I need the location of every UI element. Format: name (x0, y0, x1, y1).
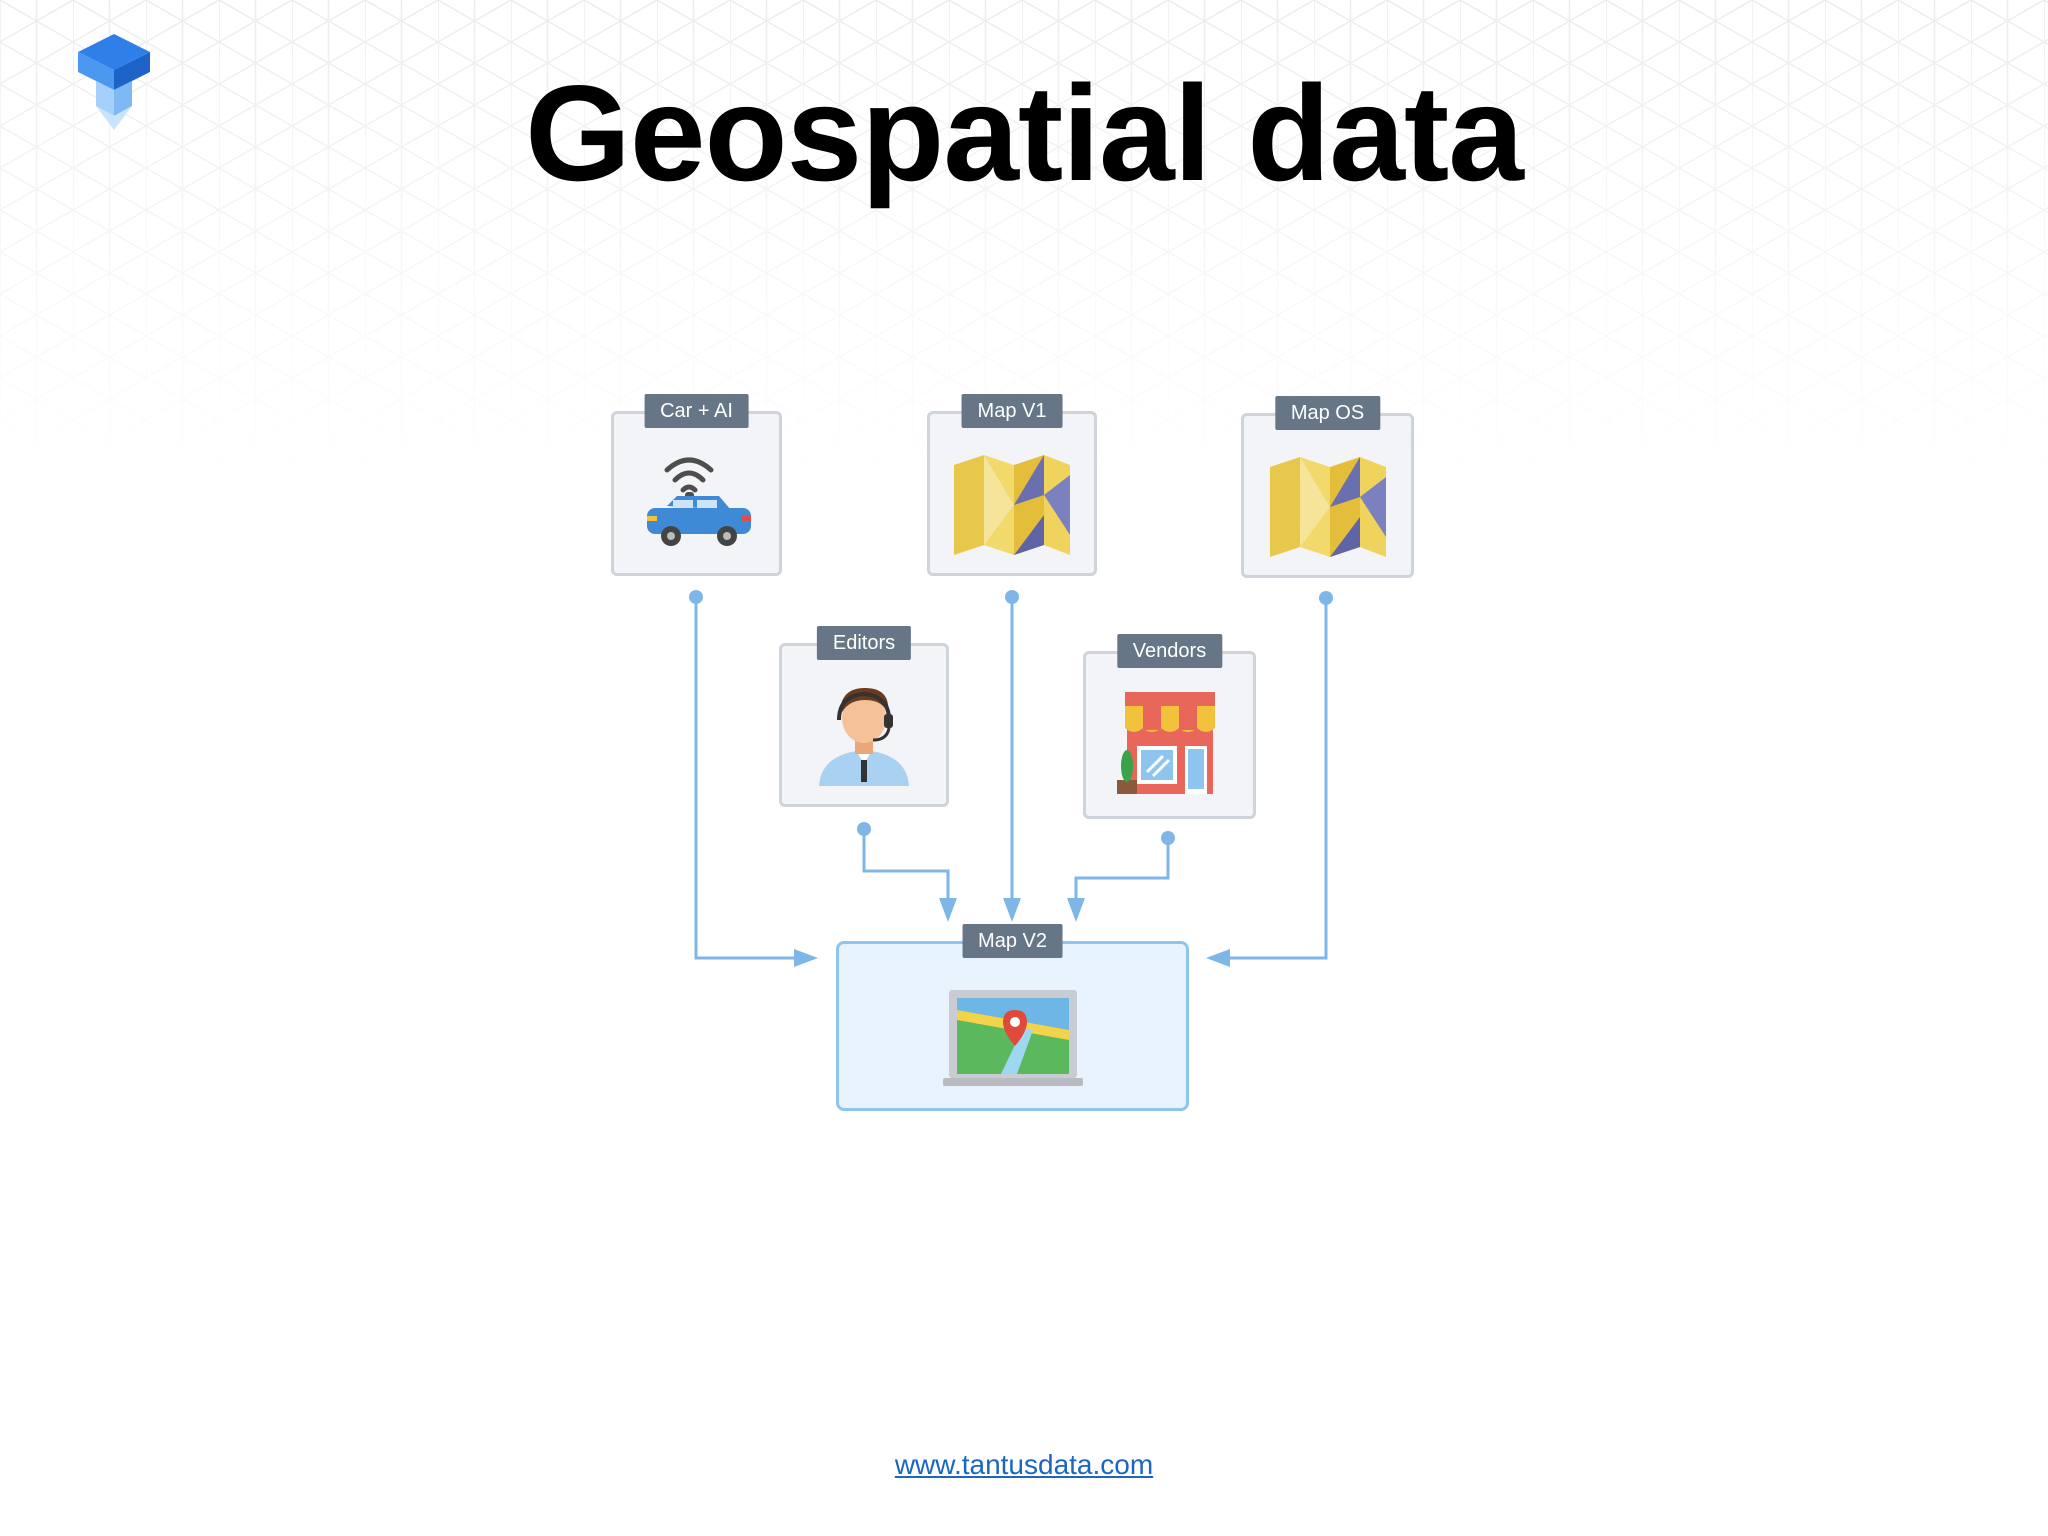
connector-vendors (1074, 838, 1170, 912)
node-vendors: Vendors (1083, 634, 1256, 819)
node-car-ai: Car + AI (611, 394, 782, 576)
connector-car-ai (694, 597, 810, 960)
connector-dot (689, 590, 703, 604)
website-link[interactable]: www.tantusdata.com (894, 1449, 1154, 1480)
connector-dot (1319, 591, 1333, 605)
folded-map-icon (954, 455, 1070, 555)
laptop-map-icon (942, 990, 1083, 1086)
arrow-head (1206, 949, 1230, 967)
node-map-v2: Map V2 (836, 924, 1189, 1111)
arrow-head (939, 898, 957, 922)
node-label: Map V2 (962, 924, 1063, 958)
storefront-icon (1116, 692, 1215, 794)
node-label: Map OS (1274, 396, 1381, 430)
connected-car-icon (646, 457, 751, 546)
connector-dot (857, 822, 871, 836)
connector-map-os (1218, 598, 1328, 960)
arrow-head (1003, 898, 1021, 922)
connector-editors (862, 829, 950, 912)
node-label: Map V1 (961, 394, 1063, 428)
node-label: Car + AI (644, 394, 749, 428)
folded-map-icon (1269, 457, 1386, 557)
node-editors: Editors (779, 626, 949, 807)
connector-dot (1161, 831, 1175, 845)
node-map-v1: Map V1 (927, 394, 1097, 576)
tantusdata-logo (78, 34, 150, 130)
node-label: Vendors (1116, 634, 1223, 668)
node-map-os: Map OS (1241, 396, 1414, 578)
page-title: Geospatial data (525, 57, 1524, 209)
support-agent-icon (819, 688, 909, 786)
connector-dot (1005, 590, 1019, 604)
arrow-head (794, 949, 818, 967)
node-label: Editors (816, 626, 912, 660)
arrow-head (1067, 898, 1085, 922)
